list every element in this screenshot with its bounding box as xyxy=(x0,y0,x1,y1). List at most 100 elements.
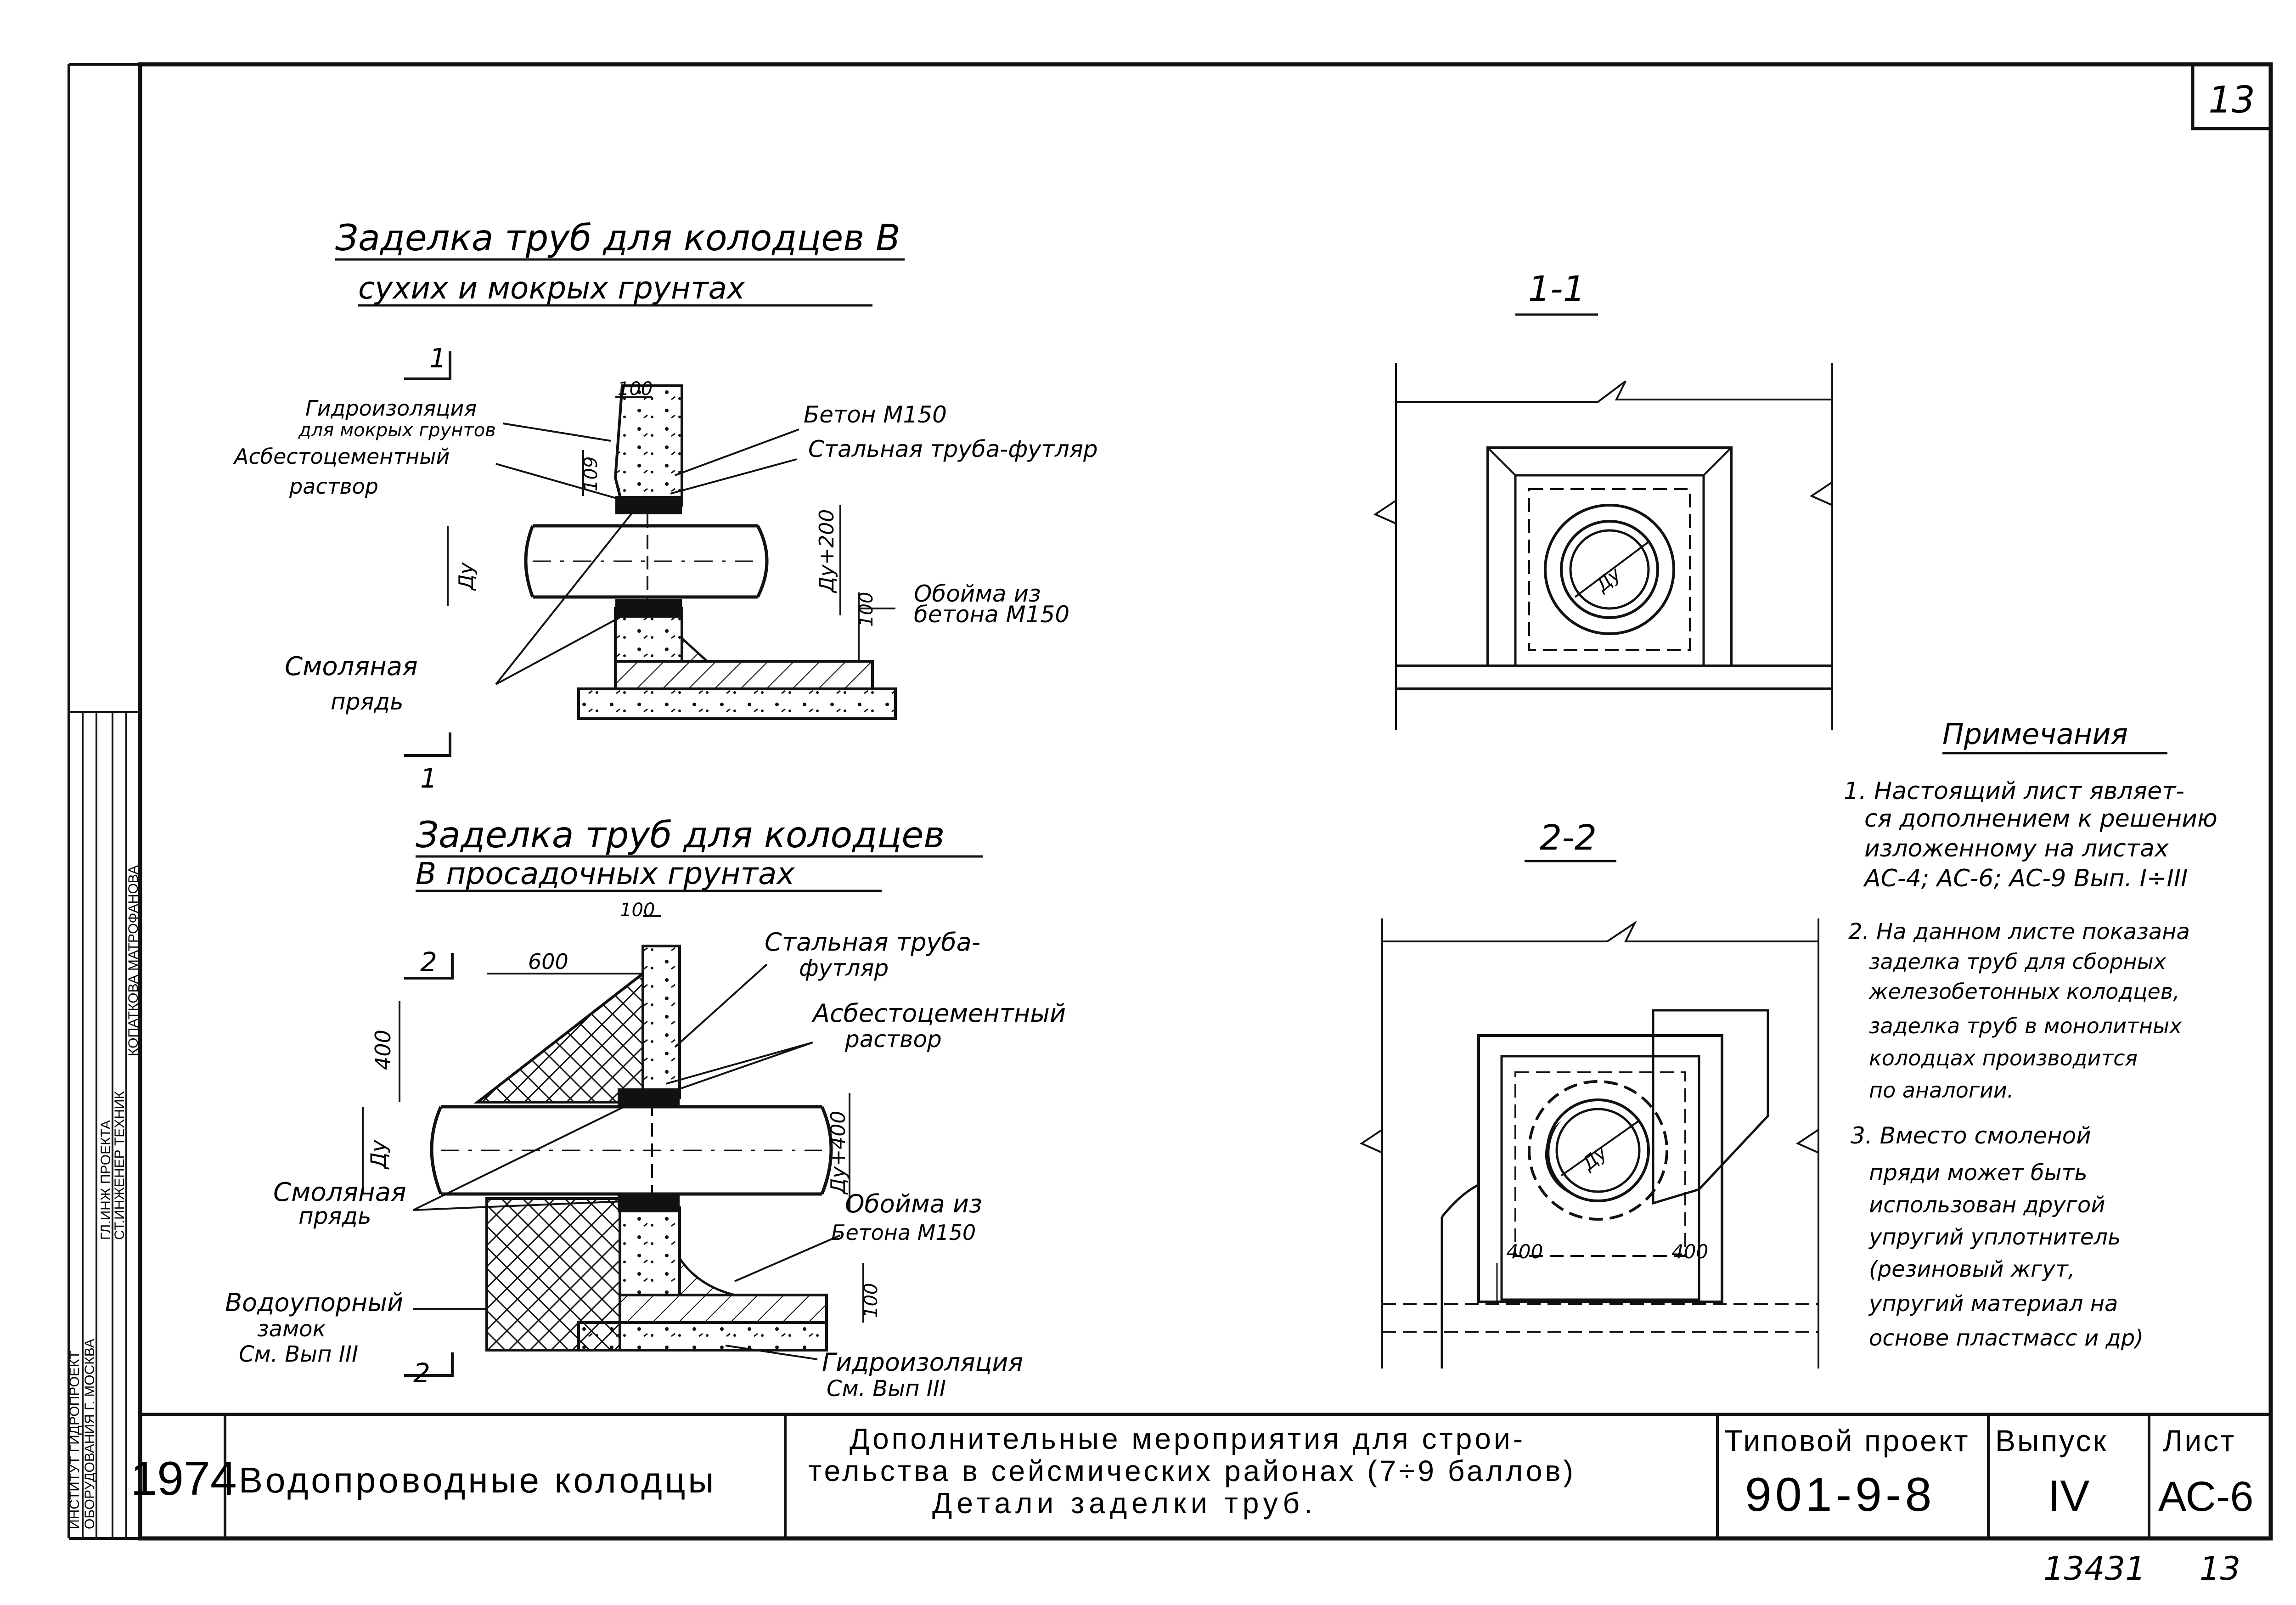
tar-seal-2-top xyxy=(618,1088,680,1107)
section-mark-1-top-label: 1 xyxy=(429,343,446,374)
label2-lock-1: Водоупорный xyxy=(225,1288,403,1317)
title-sheet-value: АС-6 xyxy=(2158,1473,2254,1520)
note-line-13: использован другой xyxy=(1869,1192,2105,1218)
section-2-2-pipe-shadow xyxy=(1545,1121,1570,1194)
dim2-du400: Ду+400 xyxy=(827,1111,850,1195)
label2-steel-pipe-1: Стальная труба- xyxy=(765,928,980,957)
drawing2-dims xyxy=(362,915,864,1323)
section-mark-2-top-label: 2 xyxy=(420,946,437,978)
notes-heading: Примечания xyxy=(1942,717,2128,751)
drawing1: Заделка труб для колодцев В сухих и мокр… xyxy=(233,218,1098,794)
label2-lock-3: См. Вып III xyxy=(239,1341,358,1367)
label2-clip-2: Бетона М150 xyxy=(831,1220,976,1245)
notes: Примечания 1. Настоящий лист являет- ся … xyxy=(1844,717,2217,1351)
title-block xyxy=(140,1413,2271,1538)
note-line-9: колодцах производится xyxy=(1869,1046,2138,1070)
title-desc-line2: тельства в сейсмических районах (7÷9 бал… xyxy=(808,1454,1576,1487)
dim-du-1: Ду xyxy=(455,562,478,591)
pipe-1 xyxy=(524,514,769,608)
title-sheet-label: Лист xyxy=(2163,1424,2236,1458)
note-line-8: заделка труб в монолитных xyxy=(1869,1014,2182,1038)
note-line-2: ся дополнением к решению xyxy=(1864,805,2217,833)
base-slab-2a xyxy=(619,1294,828,1324)
section-2-2-du: Ду xyxy=(1577,1142,1611,1175)
dim2-600: 600 xyxy=(528,949,568,974)
wall-lower-2 xyxy=(619,1206,681,1296)
drawing1-title-line2: сухих и мокрых грунтах xyxy=(358,270,745,306)
section-mark-2-bottom xyxy=(404,1352,454,1377)
label2-lock-2: замок xyxy=(257,1316,326,1342)
label-tar-1: Смоляная xyxy=(285,652,418,681)
note-line-11: 3. Вместо смоленой xyxy=(1851,1122,2091,1149)
note-line-1: 1. Настоящий лист являет- xyxy=(1844,777,2184,805)
label-tar-2: прядь xyxy=(331,688,404,715)
label-waterproofing-2: для мокрых грунтов xyxy=(298,420,496,441)
label-clip-2: бетона М150 xyxy=(914,601,1069,628)
section-mark-1-top xyxy=(404,351,451,380)
note-line-12: пряди может быть xyxy=(1869,1160,2088,1186)
label2-waterproofing-1: Гидроизоляция xyxy=(822,1348,1023,1377)
stamp-col3: ГЛ.ИНЖ ПРОЕКТА xyxy=(98,1120,113,1240)
drawing2-leaders xyxy=(413,963,841,1360)
section-2-2-dim-400-left: 400 xyxy=(1506,1240,1543,1263)
footer-archive-number: 13431 xyxy=(2043,1550,2146,1588)
note-line-16: упругий материал на xyxy=(1868,1291,2118,1317)
section-2-2-title: 2-2 xyxy=(1540,817,1597,858)
drawing1-dims xyxy=(447,396,860,661)
label-waterproofing: Гидроизоляция xyxy=(305,396,477,421)
label2-waterproofing-2: См. Вып III xyxy=(827,1376,946,1402)
title-desc-line3: Детали заделки труб. xyxy=(932,1487,1317,1520)
footer-page-number: 13 xyxy=(2200,1550,2240,1588)
note-line-4: АС-4; АС-6; АС-9 Вып. I÷III xyxy=(1863,865,2188,892)
title-issue-value: IV xyxy=(2048,1471,2090,1521)
dim2-100-top: 100 xyxy=(620,900,655,921)
label2-asbestos-1: Асбестоцементный xyxy=(811,999,1066,1028)
title-project-label: Типовой проект xyxy=(1724,1424,1970,1458)
section-mark-2-bottom-label: 2 xyxy=(413,1357,430,1389)
title-year: 1974 xyxy=(130,1452,236,1505)
section-mark-1-bottom-label: 1 xyxy=(420,763,437,794)
waterproof-lock xyxy=(473,970,644,1104)
label-steel-pipe: Стальная труба-футляр xyxy=(808,436,1098,462)
note-line-10: по аналогии. xyxy=(1869,1078,2014,1103)
dim-100-top: 100 xyxy=(618,378,653,400)
label2-asbestos-2: раствор xyxy=(844,1026,942,1053)
base-slab-1 xyxy=(614,660,874,690)
label-asbestos-2: раствор xyxy=(289,474,378,499)
label2-tar-2: прядь xyxy=(298,1203,371,1229)
dim-109: 109 xyxy=(580,456,602,491)
section-1-1-title: 1-1 xyxy=(1528,268,1585,309)
title-issue-label: Выпуск xyxy=(1995,1424,2108,1458)
pipe-2 xyxy=(430,1102,833,1203)
dim2-400: 400 xyxy=(371,1030,395,1070)
section-2-2-dim-400-right: 400 xyxy=(1671,1240,1708,1263)
tar-seal-top xyxy=(615,496,682,514)
section-mark-2-top xyxy=(404,953,454,980)
dim-du200: Ду+200 xyxy=(815,509,838,593)
note-line-17: основе пластмасс и др) xyxy=(1869,1325,2144,1351)
wall-section-2 xyxy=(642,945,681,1099)
label2-tar-1: Смоляная xyxy=(273,1177,406,1207)
title-project-value: 901-9-8 xyxy=(1745,1468,1935,1521)
note-line-7: железобетонных колодцев, xyxy=(1868,979,2180,1004)
left-stamp xyxy=(69,711,140,1538)
stamp-col5: КОПАТКОВА МАТРОФАНОВА xyxy=(126,865,141,1056)
title-desc-line1: Дополнительные мероприятия для строи- xyxy=(850,1422,1525,1455)
stamp-col1: ИНСТИТУТ ГИДРОПРОЕКТ xyxy=(67,1351,82,1529)
note-line-6: заделка труб для сборных xyxy=(1869,949,2167,974)
stamp-col4: СТ.ИНЖЕНЕР ТЕХНИК xyxy=(112,1091,127,1240)
wall-section xyxy=(613,384,683,507)
section-2-2: 2-2 Ду 400 400 xyxy=(1359,817,1819,1368)
section-1-1-du: Ду xyxy=(1591,563,1625,597)
sheet-frame xyxy=(68,62,2273,1541)
tar-seal-2-bottom xyxy=(618,1194,680,1212)
base-slab-2 xyxy=(577,687,897,720)
label-clip-1: Обойма из xyxy=(914,580,1041,607)
note-line-14: упругий уплотнитель xyxy=(1868,1224,2121,1250)
drawing1-leaders xyxy=(495,422,895,685)
label2-steel-pipe-2: футляр xyxy=(799,955,889,981)
label-concrete: Бетон М150 xyxy=(804,401,947,428)
stamp-col2: ОБОРУДОВАНИЯ Г. МОСКВА xyxy=(82,1339,97,1529)
note-line-15: (резиновый жгут, xyxy=(1869,1256,2075,1282)
